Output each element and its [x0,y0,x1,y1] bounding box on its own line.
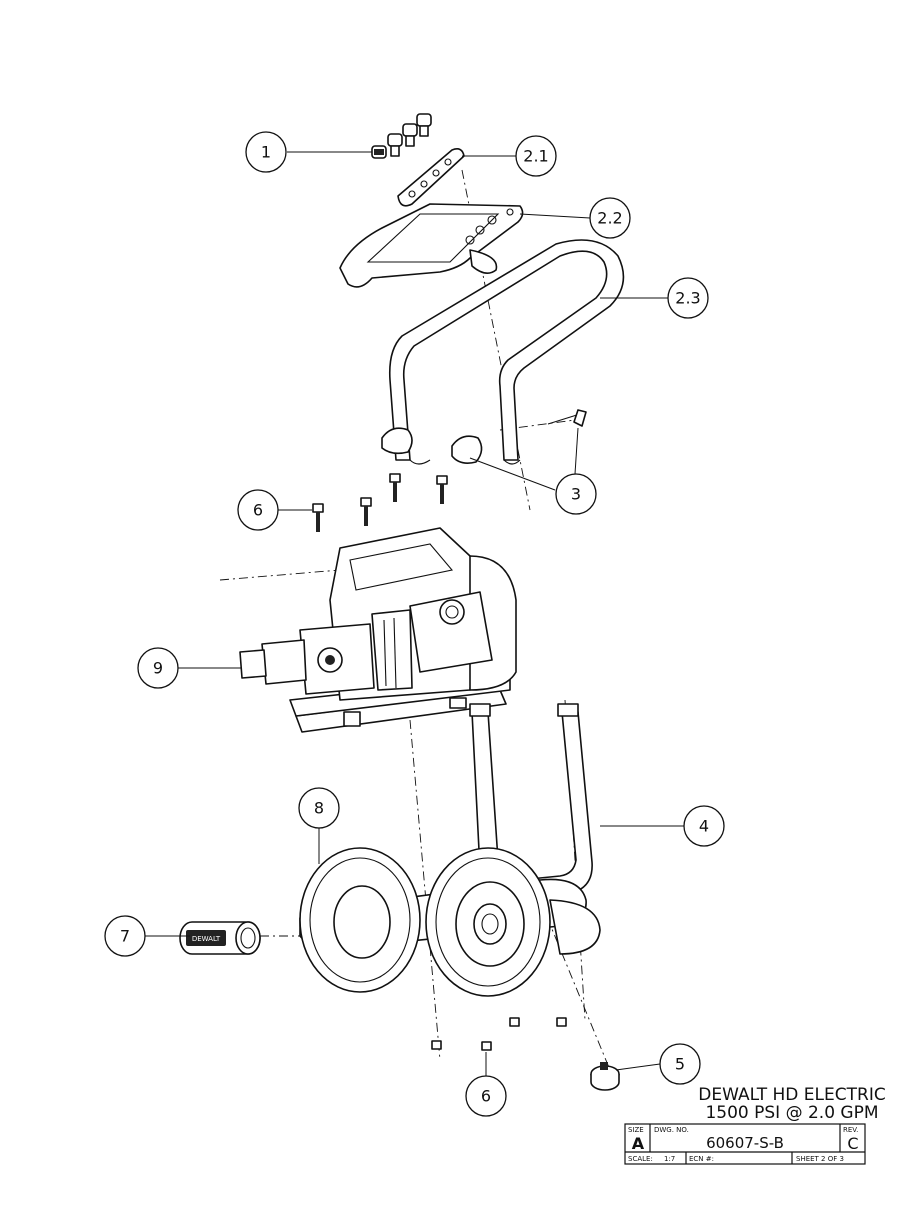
rev-label: REV. [843,1126,858,1134]
size-label: SIZE [628,1126,644,1134]
callout-1: 1 [245,131,287,173]
callout-2-3: 2.3 [667,277,709,319]
callout-9-label: 9 [153,659,163,678]
callout-4-label: 4 [699,817,709,836]
callout-3-label: 3 [571,485,581,504]
nozzle-holder-strip-part [397,148,465,207]
nozzle-tips-part [371,113,432,159]
callout-5-label: 5 [675,1055,685,1074]
size-value: A [632,1134,645,1153]
callout-2-2: 2.2 [589,197,631,239]
nuts-part [431,1017,567,1051]
callout-1-label: 1 [261,143,271,162]
title-line-2: 1500 PSI @ 2.0 GPM [705,1103,878,1123]
callout-7-label: 7 [120,927,130,946]
callout-8: 8 [298,787,340,829]
callout-5: 5 [659,1043,701,1085]
motor-bolts-part [312,473,448,532]
scale-label: SCALE: [628,1155,653,1163]
callout-6-upper-label: 6 [253,501,263,520]
dwg-no-value: 60607-S-B [706,1134,784,1152]
upper-handle-frame-part [388,239,625,465]
callout-4: 4 [683,805,725,847]
sheet-label: SHEET 2 OF 3 [796,1155,844,1163]
callout-2-1: 2.1 [515,135,557,177]
callout-6-lower: 6 [465,1075,507,1117]
handle-tray-part [339,203,524,288]
wheels-part [299,847,551,997]
grip-brand-mark: DEWALT [192,935,221,943]
callout-8-label: 8 [314,799,324,818]
callout-3: 3 [555,473,597,515]
callout-2-3-label: 2.3 [675,289,700,308]
motor-pump-assembly [239,527,517,733]
grip-sleeve-part: DEWALT [179,921,261,955]
callout-2-2-label: 2.2 [597,209,622,228]
callout-7: 7 [104,915,146,957]
rev-value: C [847,1134,858,1153]
callout-9: 9 [137,647,179,689]
foot-pad-part [590,1062,620,1091]
callout-2-1-label: 2.1 [523,147,548,166]
ecn-label: ECN #: [689,1155,714,1163]
title-block: DEWALT HD ELECTRIC 1500 PSI @ 2.0 GPM SI… [624,1085,886,1165]
callout-6-lower-label: 6 [481,1087,491,1106]
callout-6-upper: 6 [237,489,279,531]
scale-value: 1:7 [664,1155,675,1163]
dwg-no-label: DWG. NO. [654,1126,689,1134]
callout-leaders [145,151,684,1076]
title-line-1: DEWALT HD ELECTRIC [698,1085,885,1105]
knob-bolt-part [381,409,587,464]
